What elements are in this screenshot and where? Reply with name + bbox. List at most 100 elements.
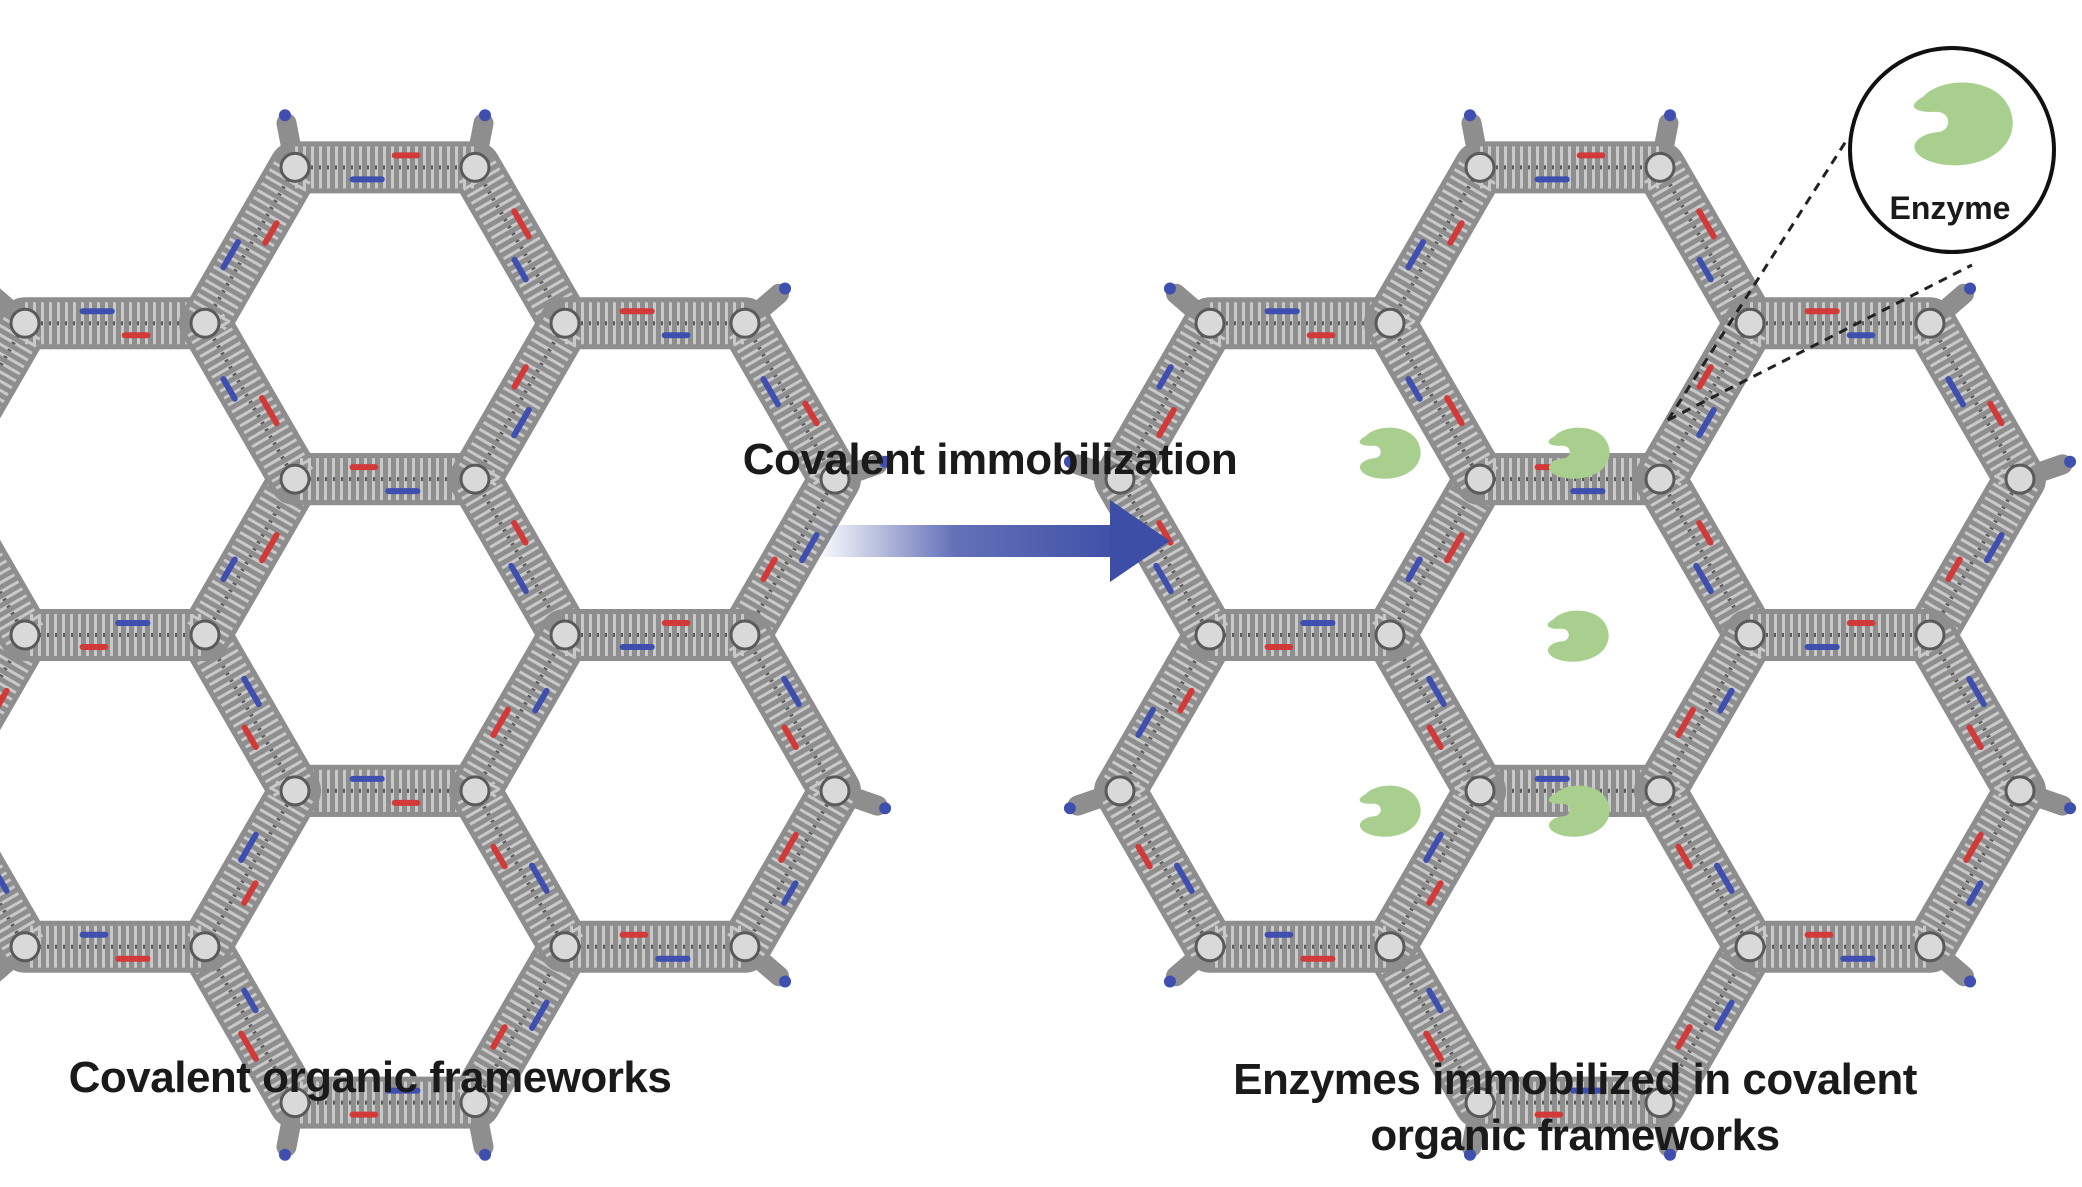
linker-bond bbox=[241, 675, 262, 708]
linker-bond bbox=[1945, 376, 1966, 408]
linker-bond bbox=[1156, 519, 1174, 546]
framework-node bbox=[1644, 463, 1676, 495]
linker-bond bbox=[1156, 364, 1174, 390]
linker-bond bbox=[781, 675, 802, 708]
linker-bond bbox=[778, 831, 799, 864]
linker-bond bbox=[1714, 862, 1735, 894]
linker-bond bbox=[1447, 220, 1465, 246]
nitrogen-atom bbox=[1664, 1148, 1677, 1161]
framework-node bbox=[819, 775, 851, 807]
nitrogen-atom bbox=[479, 1148, 492, 1161]
linker-bond bbox=[1675, 1024, 1693, 1050]
framework-node bbox=[189, 931, 221, 963]
linker-bond bbox=[1174, 862, 1195, 894]
enzyme-shape-large bbox=[1913, 82, 2013, 166]
linker-bond bbox=[1696, 208, 1717, 240]
linker-bond bbox=[760, 376, 781, 408]
framework-node bbox=[2004, 775, 2036, 807]
nitrogen-atom bbox=[879, 802, 892, 815]
linker-bond bbox=[1696, 256, 1714, 283]
nitrogen-atom bbox=[479, 109, 492, 122]
linker-bond bbox=[1945, 556, 1963, 583]
linker-bond bbox=[1966, 880, 1984, 906]
framework-node bbox=[1194, 307, 1226, 339]
linker-bond bbox=[241, 987, 259, 1014]
nitrogen-atom bbox=[1664, 109, 1677, 122]
linker-bond bbox=[511, 208, 532, 240]
linker-bond bbox=[220, 239, 241, 271]
linker-bond bbox=[238, 831, 259, 864]
framework-node bbox=[279, 151, 311, 183]
framework-node bbox=[279, 775, 311, 807]
linker-bond bbox=[1177, 687, 1195, 714]
linker-bond bbox=[1714, 999, 1735, 1031]
framework-node bbox=[459, 775, 491, 807]
linker-bond bbox=[241, 880, 259, 906]
nitrogen-atom bbox=[1063, 802, 1076, 815]
framework-node bbox=[9, 307, 41, 339]
nitrogen-atom bbox=[1063, 455, 1076, 468]
linker-bond bbox=[220, 556, 238, 583]
arrow-label: Covalent immobilization bbox=[742, 435, 1238, 484]
arrow-shaft bbox=[815, 525, 1125, 557]
linker-bond bbox=[1423, 831, 1444, 864]
framework-node bbox=[549, 931, 581, 963]
framework-node bbox=[819, 463, 851, 495]
linker-bond bbox=[1426, 724, 1444, 751]
linker-bond bbox=[1426, 675, 1447, 708]
linker-bond bbox=[511, 406, 532, 439]
linker-bond bbox=[1426, 880, 1444, 906]
cof-framework-right bbox=[1063, 109, 2077, 1161]
framework-node bbox=[459, 463, 491, 495]
linker-bond bbox=[511, 364, 529, 390]
linker-bond bbox=[238, 1030, 259, 1062]
enzyme-cof-label-line2: organic frameworks bbox=[1370, 1111, 1780, 1160]
linker-bond bbox=[259, 531, 280, 564]
linker-bond bbox=[1675, 843, 1693, 870]
framework-node bbox=[459, 151, 491, 183]
linker-bond bbox=[532, 687, 550, 714]
linker-bond bbox=[1405, 239, 1426, 271]
nitrogen-atom bbox=[1163, 975, 1176, 988]
linker-bond bbox=[508, 562, 529, 595]
framework-node bbox=[1464, 463, 1496, 495]
linker-bond bbox=[1696, 519, 1714, 546]
linker-bond bbox=[529, 862, 550, 894]
pore-ring bbox=[0, 609, 321, 973]
framework-node bbox=[549, 619, 581, 651]
linker-bond bbox=[1153, 562, 1174, 595]
nitrogen-atom bbox=[779, 282, 792, 295]
linker-bond bbox=[1405, 376, 1423, 402]
framework-node bbox=[279, 1087, 311, 1119]
nitrogen-atom bbox=[1463, 109, 1476, 122]
linker-bond bbox=[781, 880, 799, 906]
enzyme-icon-large bbox=[1913, 82, 2013, 166]
linker-bond bbox=[490, 1024, 508, 1050]
linker-bond bbox=[799, 531, 820, 564]
arrow-head bbox=[1110, 500, 1170, 582]
framework-node bbox=[1464, 1087, 1496, 1119]
linker-bond bbox=[529, 999, 550, 1031]
linker-bond bbox=[1405, 556, 1423, 583]
nitrogen-atom bbox=[1964, 282, 1977, 295]
linker-bond bbox=[511, 256, 529, 283]
linker-bond bbox=[1987, 400, 2005, 427]
framework-node bbox=[1374, 931, 1406, 963]
linker-bond bbox=[490, 706, 511, 739]
linker-bond bbox=[1693, 562, 1714, 595]
nitrogen-atom bbox=[779, 975, 792, 988]
framework-node bbox=[1914, 619, 1946, 651]
framework-node bbox=[1914, 307, 1946, 339]
enzyme-icon bbox=[1359, 785, 1421, 837]
immobilization-arrow bbox=[815, 500, 1170, 582]
framework-node bbox=[1104, 775, 1136, 807]
framework-node bbox=[1464, 151, 1496, 183]
nitrogen-atom bbox=[1163, 282, 1176, 295]
framework-node bbox=[279, 463, 311, 495]
nitrogen-atom bbox=[879, 455, 892, 468]
enzymes-in-pores bbox=[1359, 427, 1610, 837]
framework-node bbox=[1644, 1087, 1676, 1119]
nitrogen-atom bbox=[1964, 975, 1977, 988]
